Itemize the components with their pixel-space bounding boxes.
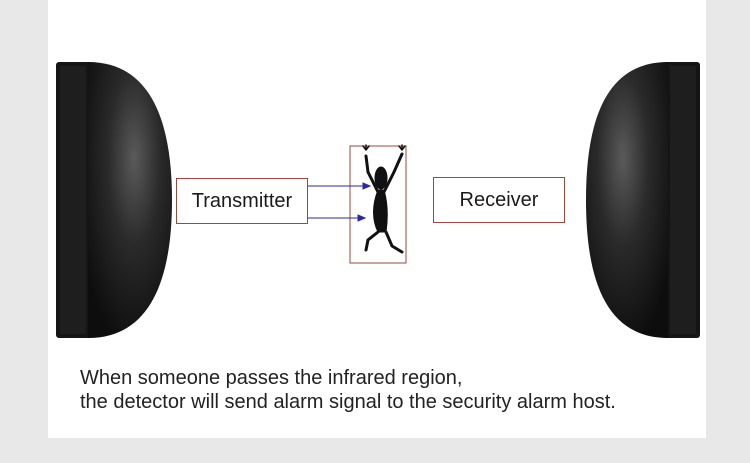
caption-line-2: the detector will send alarm signal to t…	[80, 391, 616, 413]
receiver-label-text: Receiver	[459, 188, 539, 211]
receiver-device	[586, 62, 700, 338]
transmitter-device	[56, 62, 172, 338]
receiver-label: Receiver	[433, 177, 565, 223]
infrared-beam-arrow-icon	[308, 182, 372, 222]
caption: When someone passes the infrared region,…	[80, 366, 720, 414]
caption-line-1: When someone passes the infrared region,	[80, 367, 463, 389]
running-person-icon	[362, 144, 406, 254]
transmitter-label-text: Transmitter	[191, 189, 293, 212]
transmitter-label: Transmitter	[176, 178, 308, 224]
